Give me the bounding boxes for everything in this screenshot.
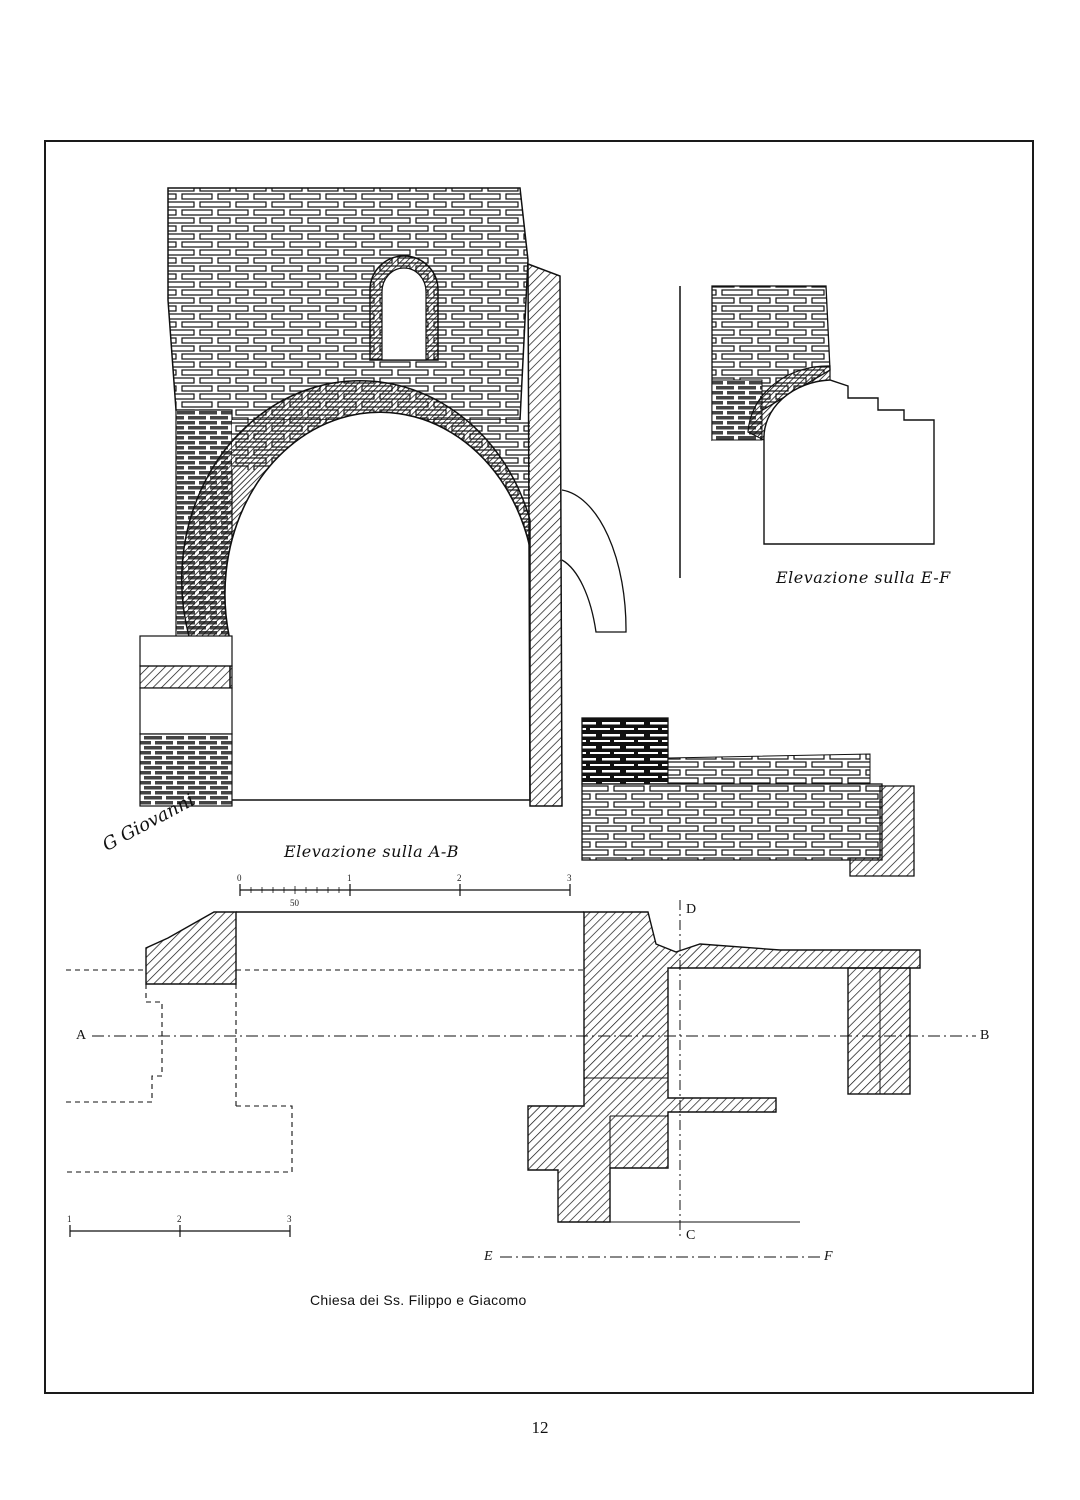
- marker-b: B: [980, 1028, 990, 1043]
- elevation-ab-drawing: [139, 187, 627, 807]
- scale-bottom-tick-3: 3: [287, 1214, 292, 1224]
- elevation-ab-side-wall: [581, 717, 915, 877]
- marker-f: F: [824, 1249, 833, 1264]
- scale-top-sub: 50: [290, 898, 299, 908]
- marker-d: D: [686, 902, 697, 917]
- marker-e: E: [484, 1249, 493, 1264]
- scale-top-tick-2: 2: [457, 873, 462, 883]
- scale-bottom-tick-2: 2: [177, 1214, 182, 1224]
- elevation-ab-label: Elevazione sulla A-B: [284, 842, 459, 861]
- scale-top-tick-1: 1: [347, 873, 352, 883]
- scale-bar-bottom: [69, 1225, 291, 1237]
- floor-plan: [66, 900, 976, 1258]
- scale-bottom-tick-1: 1: [67, 1214, 72, 1224]
- elevation-ef-drawing: [679, 285, 935, 578]
- scale-bar-top: [239, 884, 571, 896]
- marker-a: A: [76, 1028, 87, 1043]
- marker-c: C: [686, 1228, 696, 1243]
- plate-caption: Chiesa dei Ss. Filippo e Giacomo: [310, 1292, 527, 1308]
- plate-frame: [44, 140, 1034, 1394]
- scale-top-tick-3: 3: [567, 873, 572, 883]
- page-number: 12: [531, 1418, 549, 1437]
- scale-top-tick-0: 0: [237, 873, 242, 883]
- elevation-ef-label: Elevazione sulla E-F: [776, 568, 951, 587]
